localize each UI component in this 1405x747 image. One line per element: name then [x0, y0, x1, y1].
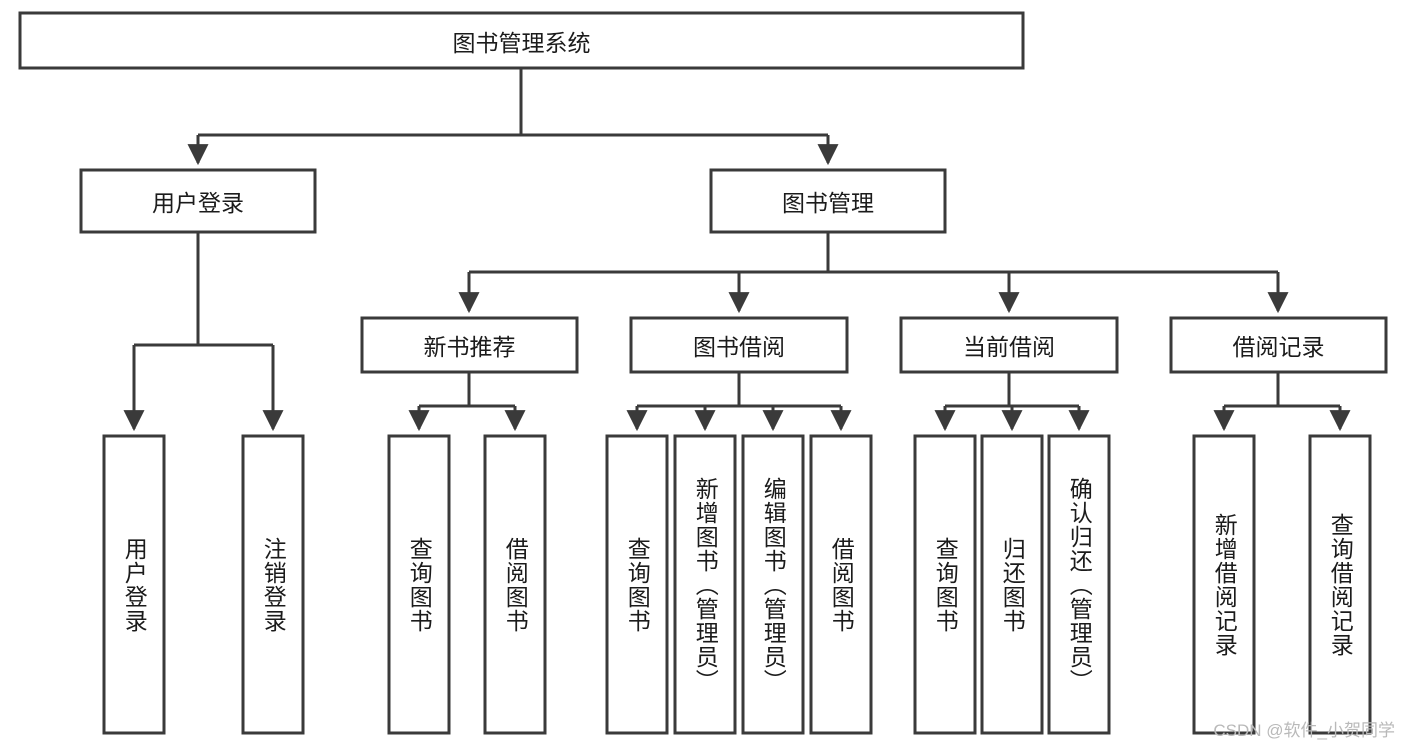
leaf-logout-label: 注销登录: [260, 536, 287, 633]
connector-currentborrow-to-leaves: [934, 372, 1090, 432]
watermark: CSDN @软件_小贺同学: [1213, 721, 1395, 740]
node-root-label: 图书管理系统: [452, 29, 591, 56]
node-borrow-record-box[interactable]: [1169, 316, 1388, 374]
leaf-query-record-label: 查询借阅记录: [1327, 512, 1354, 657]
connector-userlogin-to-leaves: [123, 232, 284, 432]
node-book-manage-label: 图书管理: [782, 190, 874, 216]
node-book-borrow-box[interactable]: [629, 316, 849, 374]
leaf-user-login-label: 用户登录: [121, 536, 148, 633]
node-user-login-label: 用户登录: [152, 190, 244, 216]
leaf-logout-box[interactable]: [241, 434, 305, 735]
node-user-login-box[interactable]: [79, 168, 317, 234]
connector-bookmanage-to-level2: [458, 232, 1289, 314]
node-book-manage-box[interactable]: [709, 168, 947, 234]
leaf-query-record-box[interactable]: [1308, 434, 1372, 735]
node-borrow-record-label: 借阅记录: [1232, 334, 1325, 360]
leaf-add-book-box[interactable]: [673, 434, 737, 735]
node-current-borrow-box[interactable]: [899, 316, 1119, 374]
leaf-return-book-box[interactable]: [980, 434, 1044, 735]
leaf-borrow-book-2-label: 借阅图书: [828, 536, 855, 633]
node-new-book-recommend-box[interactable]: [360, 316, 579, 374]
leaf-return-book-label: 归还图书: [999, 536, 1026, 633]
leaf-query-book-2-box[interactable]: [605, 434, 669, 735]
leaf-add-record-box[interactable]: [1192, 434, 1256, 735]
leaf-add-book-label: 新增图书（管理员）: [692, 476, 719, 693]
node-current-borrow-label: 当前借阅: [963, 334, 1055, 360]
leaf-user-login-box[interactable]: [102, 434, 166, 735]
leaf-borrow-book-2-box[interactable]: [809, 434, 873, 735]
connector-newbook-to-leaves: [408, 372, 526, 432]
leaf-query-book-3-box[interactable]: [913, 434, 977, 735]
node-new-book-recommend-label: 新书推荐: [423, 334, 516, 360]
leaf-query-book-1-box[interactable]: [387, 434, 451, 735]
node-root-box[interactable]: [18, 11, 1025, 70]
leaf-edit-book-box[interactable]: [741, 434, 805, 735]
leaf-borrow-book-1-label: 借阅图书: [502, 536, 529, 633]
node-book-borrow-label: 图书借阅: [693, 334, 785, 360]
leaf-add-record-label: 新增借阅记录: [1211, 512, 1238, 657]
connector-borrowrecord-to-leaves: [1213, 372, 1351, 432]
leaf-borrow-book-1-box[interactable]: [483, 434, 547, 735]
connector-root-to-level1: [187, 68, 839, 166]
leaf-query-book-3-label: 查询图书: [932, 536, 959, 633]
leaf-query-book-1-label: 查询图书: [406, 536, 433, 633]
leaf-query-book-2-label: 查询图书: [624, 536, 651, 633]
leaf-confirm-return-label: 确认归还（管理员）: [1066, 476, 1093, 693]
leaf-confirm-return-box[interactable]: [1047, 434, 1111, 735]
leaf-edit-book-label: 编辑图书（管理员）: [760, 476, 787, 693]
connector-bookborrow-to-leaves: [626, 372, 852, 432]
